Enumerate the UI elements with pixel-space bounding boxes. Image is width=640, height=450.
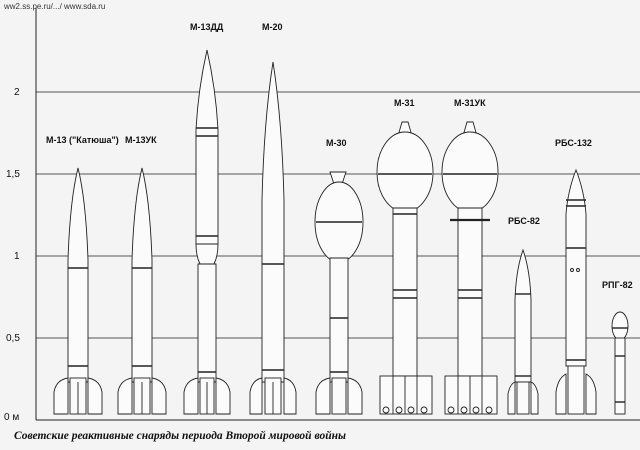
rocket-label-rbs132: РБС-132 — [555, 138, 592, 148]
rocket-rpg82 — [611, 311, 629, 415]
rocket-m30 — [314, 171, 364, 415]
tick-label-0: 0 м — [4, 412, 19, 423]
tick-label-0-5: 0,5 — [6, 333, 20, 344]
tick-label-2: 2 — [14, 87, 20, 98]
rocket-m13 — [53, 167, 103, 415]
rocket-rbs132 — [555, 168, 597, 415]
rocket-label-m13dd: М-13ДД — [190, 22, 224, 32]
rocket-label-rbs82: РБС-82 — [508, 216, 540, 226]
rocket-label-m20: М-20 — [262, 22, 283, 32]
tick-label-1-5: 1,5 — [6, 169, 20, 180]
rocket-rbs82 — [507, 248, 539, 415]
watermark-text: ww2.ss.pe.ru/.../ www.sda.ru — [4, 2, 106, 11]
rocket-label-m31uk: М-31УК — [454, 98, 486, 108]
rocket-label-m13: М-13 ("Катюша") — [46, 135, 119, 145]
tick-label-1: 1 — [14, 251, 20, 262]
rocket-label-m30: М-30 — [326, 138, 347, 148]
rocket-label-m13uk: М-13УК — [125, 135, 157, 145]
rocket-label-rpg82: РПГ-82 — [602, 280, 633, 290]
rocket-m13dd — [183, 49, 231, 415]
figure-caption: Советские реактивные снаряды периода Вто… — [14, 430, 346, 442]
rocket-m31 — [376, 121, 434, 415]
rocket-m13uk — [117, 167, 167, 415]
rocket-m20 — [249, 61, 297, 415]
rocket-m31uk — [441, 121, 499, 415]
rocket-label-m31: М-31 — [394, 98, 415, 108]
